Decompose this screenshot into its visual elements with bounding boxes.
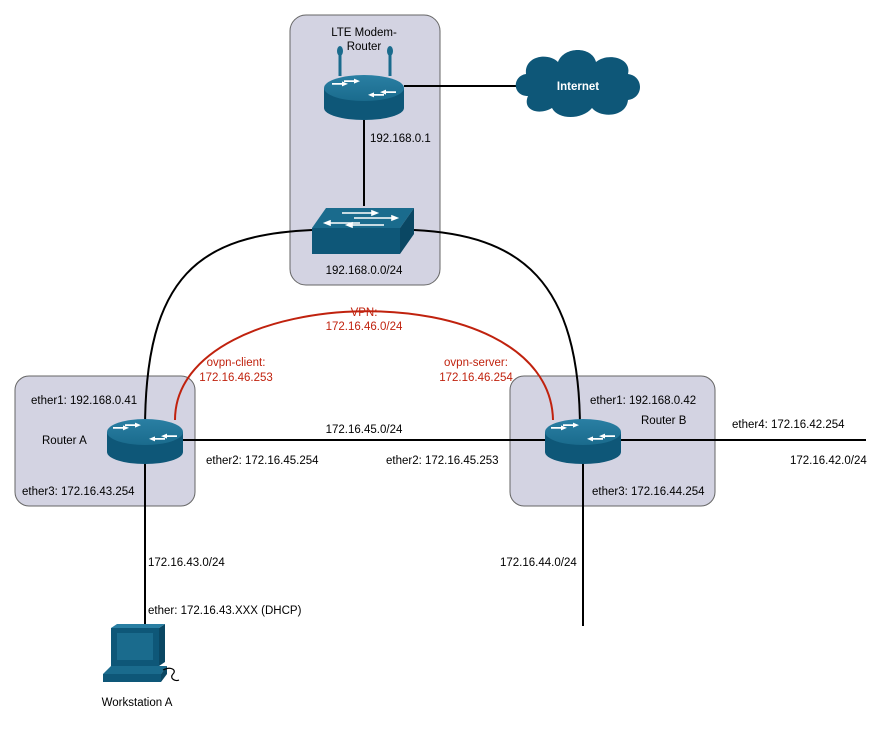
switch-router-b-link bbox=[413, 229, 581, 431]
router-a-ovpn-label: ovpn-client: bbox=[207, 357, 266, 369]
switch-router-a-link bbox=[144, 229, 313, 431]
modem-ip: 192.168.0.1 bbox=[370, 133, 431, 145]
router-b-icon bbox=[545, 419, 621, 464]
router-b-ether4: ether4: 172.16.42.254 bbox=[732, 419, 845, 431]
lan-subnet: 192.168.0.0/24 bbox=[326, 265, 403, 277]
router-a-icon bbox=[107, 419, 183, 464]
router-b-ether2: ether2: 172.16.45.253 bbox=[386, 455, 499, 467]
router-b-ether3: ether3: 172.16.44.254 bbox=[592, 486, 705, 498]
workstation-name: Workstation A bbox=[102, 697, 173, 709]
connections bbox=[144, 85, 866, 636]
lan42-subnet: 172.16.42.0/24 bbox=[790, 455, 867, 467]
router-b-name: Router B bbox=[641, 415, 687, 427]
workstation-icon bbox=[103, 624, 180, 682]
workstation-iface: ether: 172.16.43.XXX (DHCP) bbox=[148, 605, 302, 617]
vpn-label: VPN: bbox=[351, 307, 378, 319]
router-a-name: Router A bbox=[42, 435, 87, 447]
cloud-icon: Internet bbox=[515, 50, 640, 117]
router-b-ovpn-label: ovpn-server: bbox=[444, 357, 508, 369]
vpn-subnet: 172.16.46.0/24 bbox=[326, 321, 403, 333]
modem-title-line2: Router bbox=[347, 41, 382, 53]
switch-icon bbox=[312, 208, 414, 254]
lan43-subnet: 172.16.43.0/24 bbox=[148, 557, 225, 569]
lan44-subnet: 172.16.44.0/24 bbox=[500, 557, 577, 569]
router-b-ovpn-ip: 172.16.46.254 bbox=[439, 372, 513, 384]
vpn-tunnel-arc bbox=[174, 310, 554, 421]
router-icon bbox=[324, 46, 404, 120]
ab-link-subnet: 172.16.45.0/24 bbox=[326, 424, 403, 436]
router-a-ether3: ether3: 172.16.43.254 bbox=[22, 486, 135, 498]
internet-label: Internet bbox=[557, 81, 599, 93]
router-a-ether1: ether1: 192.168.0.41 bbox=[31, 395, 137, 407]
modem-title-line1: LTE Modem- bbox=[331, 27, 397, 39]
router-b-ether1: ether1: 192.168.0.42 bbox=[590, 395, 696, 407]
router-a-ether2: ether2: 172.16.45.254 bbox=[206, 455, 319, 467]
router-a-ovpn-ip: 172.16.46.253 bbox=[199, 372, 273, 384]
